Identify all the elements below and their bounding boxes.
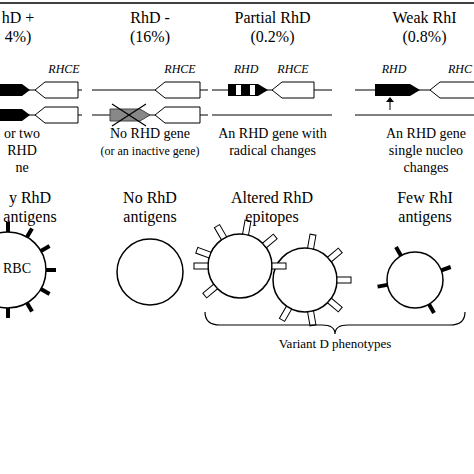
- gene-label: RHC: [440, 62, 474, 76]
- rhce-gene-arrow: [155, 82, 200, 98]
- phenotype-heading: RhD - (16%): [120, 8, 180, 46]
- cell-circle: [0, 232, 46, 308]
- gene-label: RHCE: [158, 62, 202, 76]
- chromosome-strand: [212, 115, 332, 116]
- antigen-tick: [196, 247, 211, 257]
- antigen-note: Few RhI antigens: [385, 188, 465, 226]
- rhce-gene-arrow: [155, 107, 200, 123]
- antigen-tick: [328, 248, 343, 262]
- bracket-label: Variant D phenotypes: [265, 336, 405, 352]
- genotype-note: An RHD gene single nucleo changes: [378, 126, 474, 176]
- antigen-note: No RhD antigens: [105, 188, 195, 226]
- rhd-gene-arrow: [375, 84, 420, 96]
- gene-label: RHCE: [270, 62, 316, 76]
- antigen-tick: [272, 263, 286, 269]
- rhd-gene-arrow: [0, 109, 30, 121]
- deletion-cross: [112, 104, 146, 126]
- antigen-tick: [328, 298, 343, 312]
- mutation-pointer-head: [386, 97, 394, 102]
- antigen-tick: [214, 225, 226, 240]
- phenotype-heading: Weak RhI (0.8%): [375, 8, 474, 46]
- cell-label: RBC: [0, 261, 34, 278]
- antigen-ticks: [6, 220, 451, 326]
- group-bracket: [205, 312, 465, 334]
- frame-line: [0, 2, 474, 4]
- rhce-gene-arrow: [35, 107, 78, 123]
- genotype-note: or two RHD ne: [0, 126, 44, 176]
- gene-label: RHCE: [42, 62, 86, 76]
- antigen-note: y RhD antigens: [0, 188, 60, 226]
- rhce-gene-arrow: [430, 82, 474, 98]
- antigen-tick: [308, 234, 316, 249]
- deletion-cross: [112, 104, 146, 126]
- antigen-tick: [377, 283, 388, 289]
- phenotype-heading: hD + 4%): [0, 8, 36, 46]
- altered-exon: [250, 85, 255, 95]
- phenotype-heading: Partial RhD (0.2%): [225, 8, 320, 46]
- antigen-tick: [263, 234, 278, 248]
- antigen-tick: [279, 306, 291, 321]
- antigen-tick: [441, 265, 452, 272]
- red-cell: RBC: [0, 232, 46, 308]
- antigen-note: Altered RhD epitopes: [222, 188, 322, 226]
- genotype-note: No RHD gene: [100, 126, 200, 143]
- chromosome-strand: [355, 115, 474, 116]
- antigen-tick: [394, 246, 402, 257]
- red-cell: [117, 239, 183, 305]
- genotype-note: (or an inactive gene): [85, 144, 215, 158]
- antigen-tick: [194, 263, 208, 269]
- antigen-tick: [46, 268, 56, 272]
- antigen-tick: [6, 308, 10, 318]
- red-cell: [387, 252, 443, 308]
- rhd-gene-arrow: [228, 84, 268, 96]
- gene-label: RHD: [374, 62, 414, 76]
- antigen-tick: [203, 284, 218, 298]
- gene-label: RHD: [226, 62, 266, 76]
- antigen-tick: [337, 277, 351, 283]
- rhce-gene-arrow: [35, 82, 78, 98]
- rhd-gene-arrow: [0, 84, 30, 96]
- genotype-note: An RHD gene with radical changes: [210, 126, 335, 160]
- altered-exon: [236, 85, 241, 95]
- rhce-gene-arrow: [272, 82, 314, 98]
- antigen-tick: [308, 311, 316, 326]
- antigen-tick: [427, 303, 435, 314]
